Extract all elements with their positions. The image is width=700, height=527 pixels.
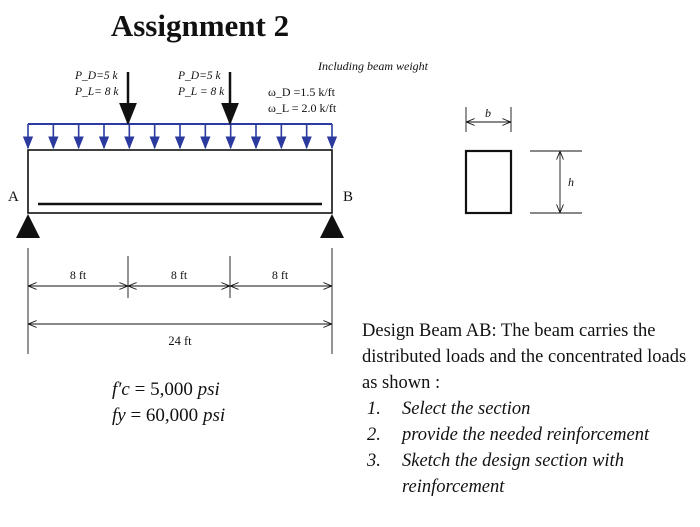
section-width-label: b	[485, 106, 491, 120]
span-2-label: 8 ft	[171, 268, 188, 282]
distributed-load-arrows	[22, 124, 338, 150]
point-load-1-dead: P_D=5 k	[74, 70, 118, 82]
span-3-label: 8 ft	[272, 268, 289, 282]
page-title: Assignment 2	[110, 8, 290, 43]
material-properties: f′c = 5,000 psi fy = 60,000 psi	[112, 377, 225, 429]
point-load-1-live: P_L= 8 k	[74, 86, 119, 98]
description-intro: Design Beam AB: The beam carries the dis…	[362, 321, 687, 393]
distributed-load	[22, 123, 338, 150]
point-load-2: P_D=5 k P_L = 8 k	[177, 70, 239, 126]
support-b	[320, 214, 344, 238]
step-item: 2.provide the needed reinforcement	[367, 425, 650, 445]
fc-value: = 5,000	[134, 379, 193, 400]
fc-row: f′c = 5,000 psi	[112, 377, 225, 403]
point-load-2-dead: P_D=5 k	[177, 70, 221, 82]
dimensions: 8 ft 8 ft 8 ft 24 ft	[27, 248, 333, 354]
cross-section: b h	[464, 106, 582, 215]
point-load-2-live: P_L = 8 k	[177, 86, 225, 98]
fy-value: = 60,000	[130, 405, 199, 426]
steps-list: 1.Select the section 2.provide the neede…	[362, 396, 698, 500]
support-b-label: B	[343, 189, 353, 205]
support-a-label: A	[8, 189, 19, 205]
span-1-label: 8 ft	[70, 268, 87, 282]
support-a	[16, 214, 40, 238]
fc-symbol: f′c	[112, 379, 130, 400]
step-item: 3.Sketch the design section with reinfor…	[367, 451, 624, 497]
total-span-label: 24 ft	[168, 334, 192, 348]
point-load-1: P_D=5 k P_L= 8 k	[74, 70, 137, 126]
section-height-label: h	[568, 175, 574, 189]
problem-description: Design Beam AB: The beam carries the dis…	[362, 318, 698, 500]
step-item: 1.Select the section	[367, 399, 531, 419]
fy-symbol: fy	[112, 405, 126, 426]
fy-unit: psi	[202, 405, 226, 426]
beam	[27, 149, 333, 214]
load-note: Including beam weight	[317, 59, 429, 73]
distributed-dead-label: ω_D =1.5 k/ft	[268, 85, 336, 99]
fy-row: fy = 60,000 psi	[112, 403, 225, 429]
fc-unit: psi	[197, 379, 220, 400]
distributed-live-label: ω_L = 2.0 k/ft	[268, 101, 337, 115]
